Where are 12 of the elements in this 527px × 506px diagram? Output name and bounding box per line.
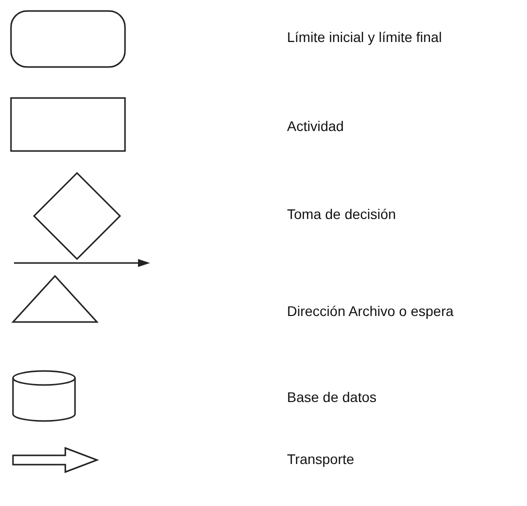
symbol-description: Transporte bbox=[287, 451, 354, 467]
symbol-description: Toma de decisión bbox=[287, 206, 396, 222]
decision-symbol bbox=[33, 172, 121, 260]
transport-arrow-symbol bbox=[12, 447, 98, 473]
symbol-description: Dirección Archivo o espera bbox=[287, 303, 454, 319]
symbol-description: Límite inicial y límite final bbox=[287, 29, 442, 45]
process-symbol bbox=[10, 97, 126, 152]
database-cylinder-symbol bbox=[12, 370, 76, 422]
symbol-description: Base de datos bbox=[287, 389, 377, 405]
symbol-description: Actividad bbox=[287, 118, 344, 134]
terminator-symbol bbox=[10, 10, 126, 68]
storage-triangle-symbol bbox=[12, 275, 98, 323]
